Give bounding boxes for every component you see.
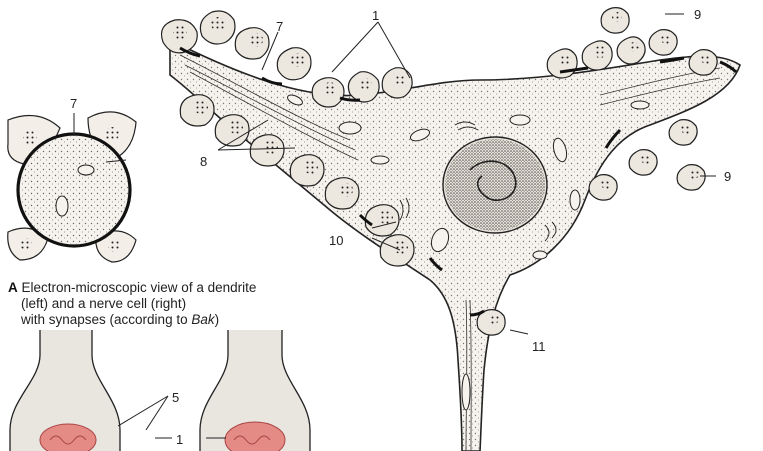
caption-text-3b: ) — [215, 312, 220, 327]
label-10: 10 — [329, 233, 343, 248]
caption-line-2: (left) and a nerve cell (right) — [8, 296, 256, 312]
caption-author: Bak — [191, 312, 214, 327]
label-9-top: 9 — [694, 7, 701, 22]
caption-letter: A — [8, 280, 18, 295]
label-7-left: 7 — [70, 96, 77, 111]
label-1-top: 1 — [372, 8, 379, 23]
caption-text-1: Electron-microscopic view of a dendrite — [22, 280, 257, 295]
label-5: 5 — [172, 390, 179, 405]
label-1-bottom: 1 — [176, 432, 183, 447]
caption-text-3a: with synapses (according to — [21, 312, 191, 327]
caption-line-1: A Electron-microscopic view of a dendrit… — [8, 280, 256, 296]
mitochondrion-left — [40, 424, 96, 451]
dendrite-cross-section — [8, 100, 136, 262]
label-9-right: 9 — [724, 169, 731, 184]
figure-caption: A Electron-microscopic view of a dendrit… — [8, 280, 256, 328]
label-7-right: 7 — [276, 19, 283, 34]
caption-line-3: with synapses (according to Bak) — [8, 312, 256, 328]
label-11: 11 — [532, 339, 546, 354]
label-8: 8 — [200, 154, 207, 169]
synapse-closeup-panel — [10, 330, 310, 451]
caption-text-2: (left) and a nerve cell (right) — [21, 296, 186, 311]
